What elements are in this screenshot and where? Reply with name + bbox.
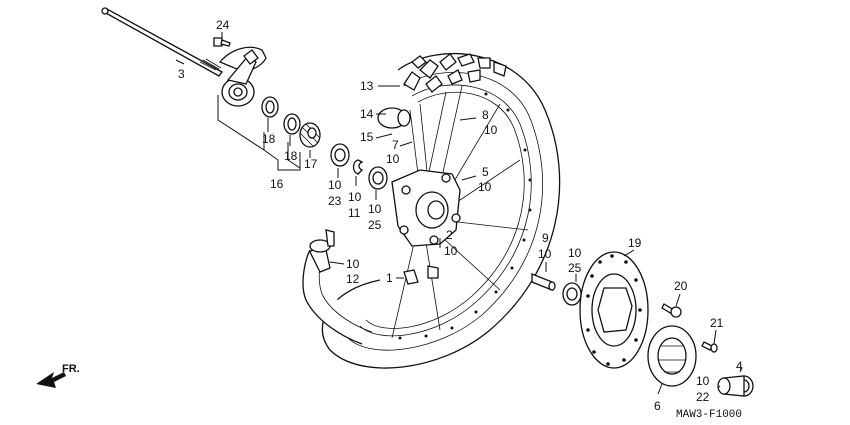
callout-11: 11: [348, 206, 361, 220]
callout-14: 14: [360, 107, 374, 121]
callout-19: 19: [628, 236, 642, 250]
callout-2-qty: 10: [444, 244, 458, 258]
speedometer-gearbox: [218, 46, 267, 107]
callout-8: 8: [482, 108, 489, 122]
callout-22: 22: [696, 390, 710, 404]
callout-2: 2: [446, 228, 453, 242]
bearing-25-right: [562, 282, 582, 306]
callout-16: 16: [270, 177, 284, 191]
spoke-collar-14: [377, 107, 411, 129]
callout-9: 9: [542, 231, 549, 245]
callout-23: 23: [328, 194, 342, 208]
callout-7-qty: 10: [386, 152, 400, 166]
callout-13: 13: [360, 79, 374, 93]
leader-lines: [175, 32, 743, 395]
callout-22-qty: 10: [696, 374, 710, 388]
wheel-hub: [391, 169, 461, 247]
callout-25: 25: [368, 218, 382, 232]
callout-18-a: 18: [262, 132, 276, 146]
callout-1: 1: [386, 271, 393, 285]
bolt-20: [661, 303, 682, 318]
front-direction-arrow: FR.: [36, 363, 80, 388]
callout-3: 3: [178, 67, 185, 81]
speedometer-gear-17: [299, 122, 321, 148]
retainer-6: [647, 325, 697, 387]
callout-9-qty: 10: [538, 247, 552, 261]
callout-7: 7: [392, 138, 399, 152]
callout-8-qty: 10: [484, 123, 498, 137]
callout-12-qty: 10: [346, 257, 360, 271]
callout-5: 5: [482, 165, 489, 179]
brake-disc: [579, 251, 649, 369]
bearing-23: [330, 143, 350, 167]
side-collar-4: [717, 375, 754, 397]
wheel-spokes: [391, 85, 529, 339]
bolt-21: [701, 341, 718, 353]
callout-labels: 24 3 18 18 17 16 13 14 15 7 10 8 10 10 2…: [178, 18, 743, 413]
seal-18-a: [261, 96, 279, 118]
callout-4: 4: [736, 359, 743, 373]
diagram-code: MAW3-F1000: [676, 409, 742, 421]
circlip-11: [352, 159, 364, 175]
valve-cap-1: [403, 265, 439, 285]
callout-11-qty: 10: [348, 190, 362, 204]
callout-6: 6: [654, 399, 661, 413]
rim-holes: [398, 92, 532, 340]
callout-20: 20: [674, 279, 688, 293]
front-axle: [101, 7, 223, 77]
tire-tread: [403, 53, 507, 93]
callout-23-qty: 10: [328, 178, 342, 192]
callout-5-qty: 10: [478, 180, 492, 194]
callout-17: 17: [304, 157, 318, 171]
callout-25-qty: 10: [368, 202, 382, 216]
bolt-24: [213, 37, 231, 47]
direction-label: FR.: [62, 363, 80, 375]
callout-24: 24: [216, 18, 230, 32]
callout-25b-qty: 10: [568, 246, 582, 260]
callout-15: 15: [360, 130, 374, 144]
callout-21: 21: [710, 316, 724, 330]
inner-tube-valve: [309, 229, 335, 273]
distance-collar-9: [531, 273, 556, 291]
callout-12: 12: [346, 272, 360, 286]
callout-18-b: 18: [284, 149, 298, 163]
seal-18-b: [283, 113, 301, 135]
callout-25b: 25: [568, 261, 582, 275]
bearing-25: [368, 166, 388, 190]
